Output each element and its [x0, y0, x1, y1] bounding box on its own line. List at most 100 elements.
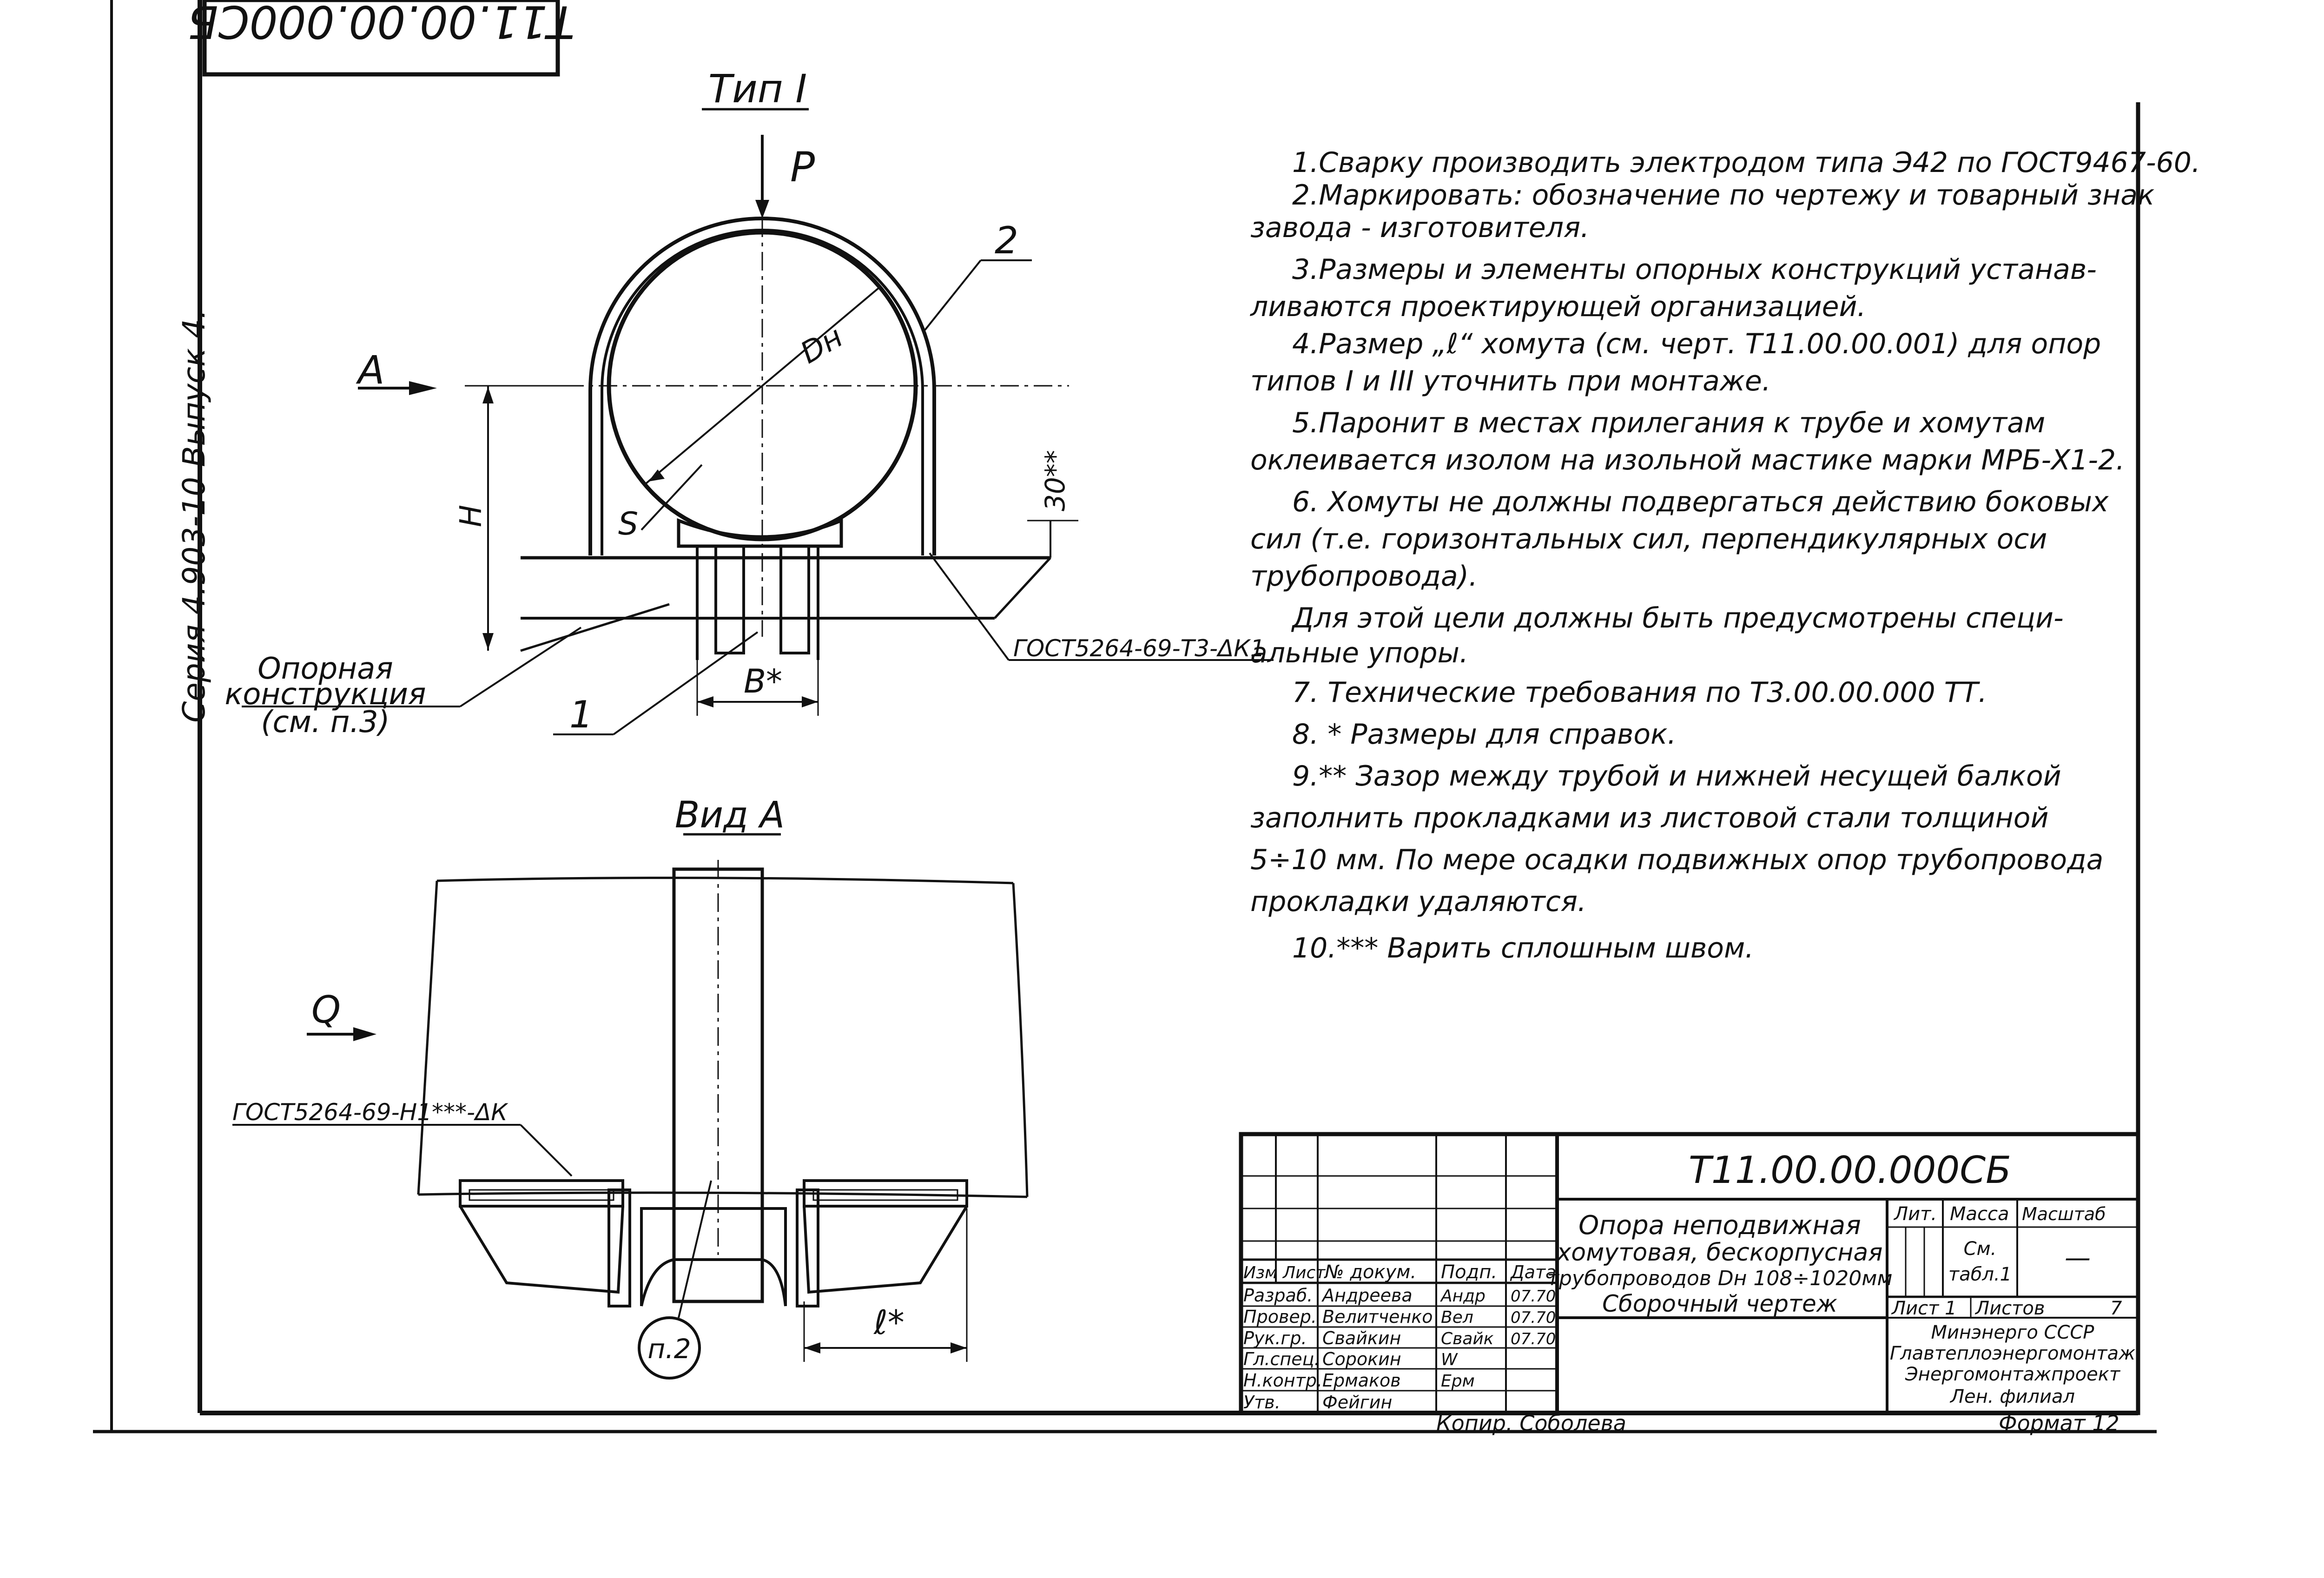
thickness-label: S	[618, 506, 638, 542]
tb-scale-value: —	[2065, 1243, 2091, 1273]
note-line: ливаются проектирующей организацией.	[1250, 291, 1866, 323]
signer-signature: W	[1441, 1350, 1458, 1369]
signer-row: Н.контр. Ермаков Ерм	[1243, 1370, 1475, 1391]
support-label-line-3: (см. п.3)	[261, 705, 390, 739]
tb-head-date: Дата	[1510, 1262, 1556, 1282]
weld-note-1: ГОСТ5264-69-Т3-ΔК1	[1013, 635, 1265, 662]
signer-role: Рук.гр.	[1243, 1328, 1307, 1348]
note-line: 10.*** Варить сплошным швом.	[1292, 932, 1754, 964]
tb-mass-label: Масса	[1950, 1203, 2009, 1225]
tb-code: Т11.00.00.000СБ	[1689, 1149, 2011, 1192]
signer-row: Разраб. Андреева Андр 07.70	[1243, 1285, 1556, 1306]
tb-head-doc: № докум.	[1324, 1261, 1416, 1283]
note-line: завода - изготовителя.	[1250, 211, 1589, 244]
note-line: 5÷10 мм. По мере осадки подвижных опор т…	[1250, 844, 2103, 876]
signer-date: 07.70	[1511, 1330, 1556, 1348]
stamp-code: Т11.00.00.000СБ	[188, 0, 575, 48]
pipe-bottom-edge	[418, 1191, 1028, 1198]
note-line: 6. Хомуты не должны подвергаться действи…	[1292, 486, 2109, 518]
note-line: сил (т.е. горизонтальных сил, перпендику…	[1250, 523, 2047, 555]
tb-title-2: хомутовая, бескорпусная	[1556, 1239, 1883, 1267]
tb-title-1: Опора неподвижная	[1578, 1210, 1861, 1241]
support-label-line-2: конструкция	[225, 677, 426, 712]
title-block: Изм Лист № докум. Подп. Дата Разраб. Анд…	[1239, 1132, 2140, 1415]
note-line: 8. * Размеры для справок.	[1292, 718, 1676, 751]
weld-note-2: ГОСТ5264-69-Н1***-ΔК	[232, 1099, 508, 1126]
position-1-label: 1	[569, 693, 593, 736]
signer-role: Утв.	[1243, 1392, 1281, 1413]
note-line: 3.Размеры и элементы опорных конструкций…	[1292, 253, 2097, 286]
tb-title-3: трубопроводов Dн 108÷1020мм	[1547, 1267, 1892, 1290]
note-line: прокладки удаляются.	[1250, 885, 1586, 918]
flow-label-Q: Q	[311, 988, 341, 1031]
signer-signature: Вел	[1441, 1308, 1473, 1327]
signer-signature: Свайк	[1441, 1329, 1494, 1348]
tb-org-3: Энергомонтажпроект	[1905, 1364, 2121, 1385]
tb-lit-label: Лит.	[1893, 1203, 1937, 1225]
signer-name: Фейгин	[1322, 1392, 1392, 1413]
view-a: Вид А Q ℓ* п.2	[232, 794, 1029, 1380]
tb-sheet-label: Лист 1	[1891, 1298, 1957, 1319]
signer-row: Провер. Велитченко Вел 07.70	[1243, 1307, 1556, 1327]
tb-title-4: Сборочный чертеж	[1602, 1290, 1837, 1317]
load-label-P: P	[790, 143, 815, 191]
support-label-line-1: Опорная	[257, 652, 393, 686]
tb-mass-value-2: табл.1	[1948, 1264, 2012, 1285]
signer-name: Сорокин	[1322, 1349, 1401, 1369]
note-ref-label: п.2	[647, 1333, 691, 1365]
signer-row: Гл.спец. Сорокин W	[1243, 1349, 1458, 1369]
view-a-title: Вид А	[675, 794, 785, 836]
signer-row: Рук.гр. Свайкин Свайк 07.70	[1243, 1328, 1556, 1348]
note-ref-circle	[638, 1316, 701, 1380]
note-line: 9.** Зазор между трубой и нижней несущей…	[1292, 760, 2061, 792]
signer-role: Гл.спец.	[1243, 1349, 1320, 1369]
tb-head-sign: Подп.	[1441, 1261, 1497, 1283]
tb-head-list: Лист	[1282, 1263, 1326, 1282]
pipe-top-edge	[436, 877, 1014, 885]
notes-block: 1.Сварку производить электродом типа Э42…	[1250, 146, 2200, 964]
stamp-box: Т11.00.00.000СБ	[188, 0, 575, 77]
tb-head-izm: Изм	[1243, 1263, 1277, 1282]
tb-mass-value-1: См.	[1964, 1238, 1997, 1260]
note-line: оклеивается изолом на изольной мастике м…	[1250, 444, 2125, 476]
format-label: Формат 12	[1999, 1411, 2119, 1436]
series-label: Серия 4.903-10 Выпуск 4.	[176, 309, 212, 723]
tb-sheets-value: 7	[2110, 1298, 2122, 1319]
note-line: 5.Паронит в местах прилегания к трубе и …	[1292, 407, 2045, 439]
gap-label: 30**	[1039, 450, 1071, 511]
note-line: типов I и III уточнить при монтаже.	[1250, 365, 1771, 397]
note-line: заполнить прокладками из листовой стали …	[1250, 802, 2048, 834]
signer-role: Провер.	[1243, 1307, 1317, 1327]
note-line: 2.Маркировать: обозначение по чертежу и …	[1292, 179, 2154, 211]
tb-org-4: Лен. филиал	[1949, 1386, 2075, 1407]
height-label: H	[454, 505, 489, 527]
signer-name: Велитченко	[1322, 1307, 1433, 1327]
signer-date: 07.70	[1511, 1308, 1556, 1327]
tb-org-2: Главтеплоэнергомонтаж	[1890, 1343, 2135, 1364]
position-2-label: 2	[995, 219, 1018, 262]
note-line: альные упоры.	[1250, 637, 1468, 669]
note-line: 4.Размер „ℓ“ хомута (см. черт. Т11.00.00…	[1292, 328, 2101, 360]
view-type-title: Тип I	[708, 66, 807, 112]
signer-name: Андреева	[1321, 1285, 1413, 1306]
diameter-label: Dн	[795, 320, 849, 371]
signer-signature: Андр	[1440, 1287, 1486, 1306]
section-label-A: А	[356, 347, 384, 393]
length-label: ℓ*	[873, 1303, 905, 1342]
tb-sheets-label: Листов	[1974, 1298, 2045, 1319]
tb-org-1: Минэнерго СССР	[1931, 1322, 2095, 1343]
width-label: B*	[744, 662, 782, 700]
signer-row: Утв. Фейгин	[1243, 1392, 1392, 1413]
note-line: 1.Сварку производить электродом типа Э42…	[1292, 146, 2200, 179]
copied-by: Копир. Соболева	[1436, 1411, 1626, 1436]
note-line: Для этой цели должны быть предусмотрены …	[1291, 602, 2064, 634]
signer-role: Н.контр.	[1243, 1370, 1322, 1391]
signer-name: Свайкин	[1322, 1328, 1401, 1348]
note-line: трубопровода).	[1250, 560, 1478, 593]
signer-date: 07.70	[1511, 1287, 1556, 1306]
note-line: 7. Технические требования по Т3.00.00.00…	[1292, 676, 1987, 709]
type-i-view: Тип I P Dн S А H	[225, 66, 1274, 739]
tb-scale-label: Масштаб	[2022, 1204, 2106, 1224]
signer-name: Ермаков	[1322, 1370, 1401, 1391]
